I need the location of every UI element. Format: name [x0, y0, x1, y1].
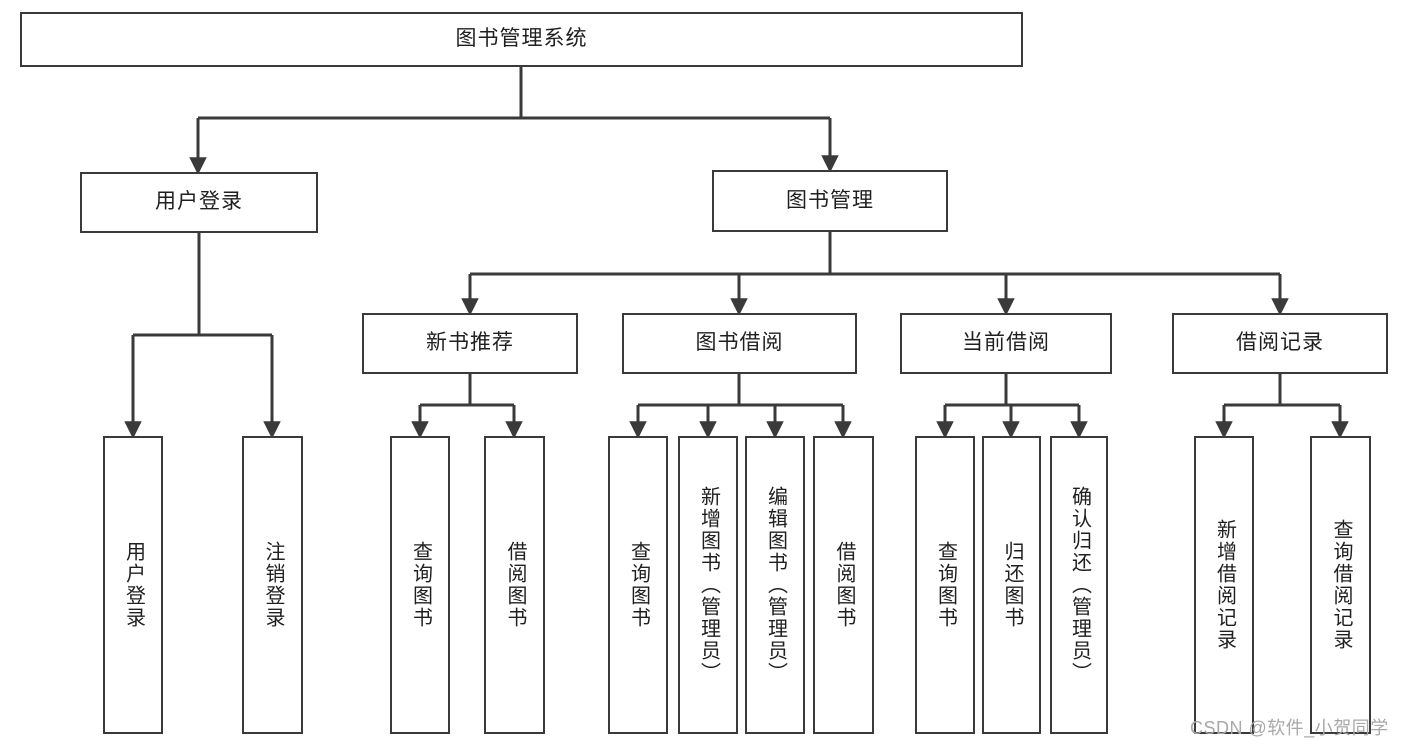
node-leaf-borrow-book-2[interactable]: 借阅图书 — [813, 436, 874, 734]
node-leaf-query-book-1-label: 查询图书 — [409, 541, 432, 629]
node-leaf-query-book-2-label: 查询图书 — [627, 541, 650, 629]
node-leaf-confirm-return-label: 确认归还（管理员） — [1068, 486, 1091, 684]
node-leaf-return-book-label: 归还图书 — [1001, 541, 1023, 629]
node-root-label: 图书管理系统 — [455, 27, 588, 51]
node-leaf-user-login-label: 用户登录 — [122, 541, 145, 629]
node-leaf-edit-book-admin-label: 编辑图书（管理员） — [764, 486, 787, 684]
node-borrow-record[interactable]: 借阅记录 — [1172, 313, 1388, 374]
node-leaf-confirm-return[interactable]: 确认归还（管理员） — [1050, 436, 1108, 734]
node-user-login[interactable]: 用户登录 — [80, 172, 318, 233]
node-leaf-add-borrow-record-label: 新增借阅记录 — [1213, 519, 1236, 651]
node-leaf-add-book-admin[interactable]: 新增图书（管理员） — [678, 436, 738, 734]
node-book-manage[interactable]: 图书管理 — [712, 170, 948, 232]
node-leaf-add-book-admin-label: 新增图书（管理员） — [697, 486, 720, 684]
node-leaf-query-book-3[interactable]: 查询图书 — [915, 436, 975, 734]
node-leaf-user-login[interactable]: 用户登录 — [103, 436, 163, 734]
node-leaf-add-borrow-record[interactable]: 新增借阅记录 — [1194, 436, 1254, 734]
node-leaf-borrow-book-2-label: 借阅图书 — [833, 541, 855, 629]
node-book-manage-label: 图书管理 — [786, 188, 874, 212]
node-leaf-query-book-1[interactable]: 查询图书 — [390, 436, 450, 734]
node-new-book-recommend-label: 新书推荐 — [426, 331, 514, 355]
node-leaf-user-logout[interactable]: 注销登录 — [242, 436, 303, 734]
node-user-login-label: 用户登录 — [155, 190, 243, 214]
node-book-borrow[interactable]: 图书借阅 — [622, 313, 857, 374]
node-leaf-query-borrow-record[interactable]: 查询借阅记录 — [1310, 436, 1371, 734]
node-book-borrow-label: 图书借阅 — [695, 331, 784, 355]
node-leaf-query-book-2[interactable]: 查询图书 — [608, 436, 668, 734]
node-leaf-borrow-book-1[interactable]: 借阅图书 — [484, 436, 545, 734]
node-leaf-edit-book-admin[interactable]: 编辑图书（管理员） — [745, 436, 805, 734]
watermark-text: CSDN @软件_小贺同学 — [1190, 718, 1389, 738]
node-root[interactable]: 图书管理系统 — [20, 12, 1023, 67]
node-current-borrow-label: 当前借阅 — [962, 331, 1050, 355]
node-current-borrow[interactable]: 当前借阅 — [900, 313, 1112, 374]
node-leaf-query-book-3-label: 查询图书 — [934, 541, 957, 629]
node-borrow-record-label: 借阅记录 — [1236, 331, 1324, 355]
node-new-book-recommend[interactable]: 新书推荐 — [362, 313, 578, 374]
node-leaf-return-book[interactable]: 归还图书 — [982, 436, 1041, 734]
node-leaf-borrow-book-1-label: 借阅图书 — [504, 541, 526, 629]
node-leaf-user-logout-label: 注销登录 — [262, 541, 284, 629]
node-leaf-query-borrow-record-label: 查询借阅记录 — [1330, 519, 1352, 651]
